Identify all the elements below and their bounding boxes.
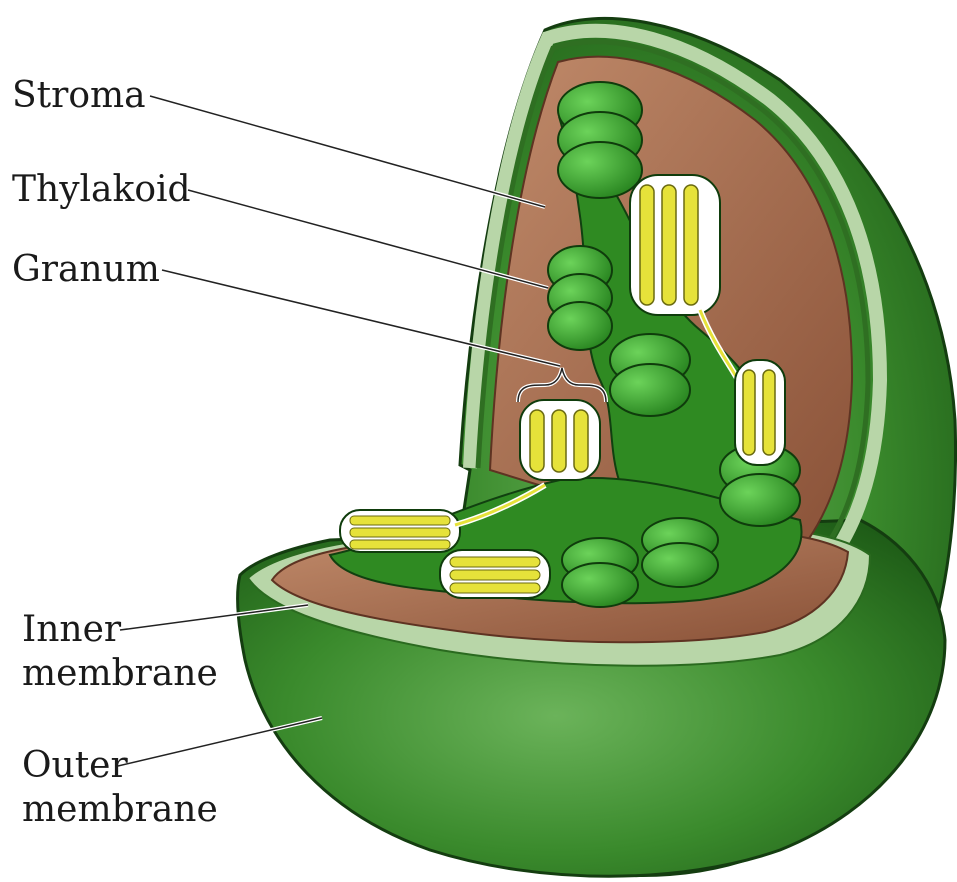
label-stroma: Stroma xyxy=(12,74,146,118)
label-inner-membrane-line2: membrane xyxy=(22,652,218,696)
granum-cut-right xyxy=(735,360,785,465)
label-outer-membrane-line1: Outer xyxy=(22,744,128,788)
thylakoid-disc xyxy=(642,543,718,587)
thylakoid-disc xyxy=(610,364,690,416)
granum-stack-center xyxy=(610,334,690,416)
thylakoid-disc xyxy=(720,474,800,526)
granum-cut-floor-center xyxy=(440,550,550,598)
label-outer-membrane-line2: membrane xyxy=(22,788,218,832)
thylakoid-disc xyxy=(548,302,612,350)
label-granum: Granum xyxy=(12,248,160,292)
granum-stack-left xyxy=(548,246,612,350)
granum-cut-labeled xyxy=(520,400,600,480)
leader-stroma-core xyxy=(150,96,545,207)
thylakoid-disc xyxy=(562,563,638,607)
label-thylakoid: Thylakoid xyxy=(12,168,191,212)
thylakoid-disc xyxy=(558,142,642,198)
label-inner-membrane-line1: Inner xyxy=(22,608,121,652)
granum-stack-top xyxy=(558,82,642,198)
